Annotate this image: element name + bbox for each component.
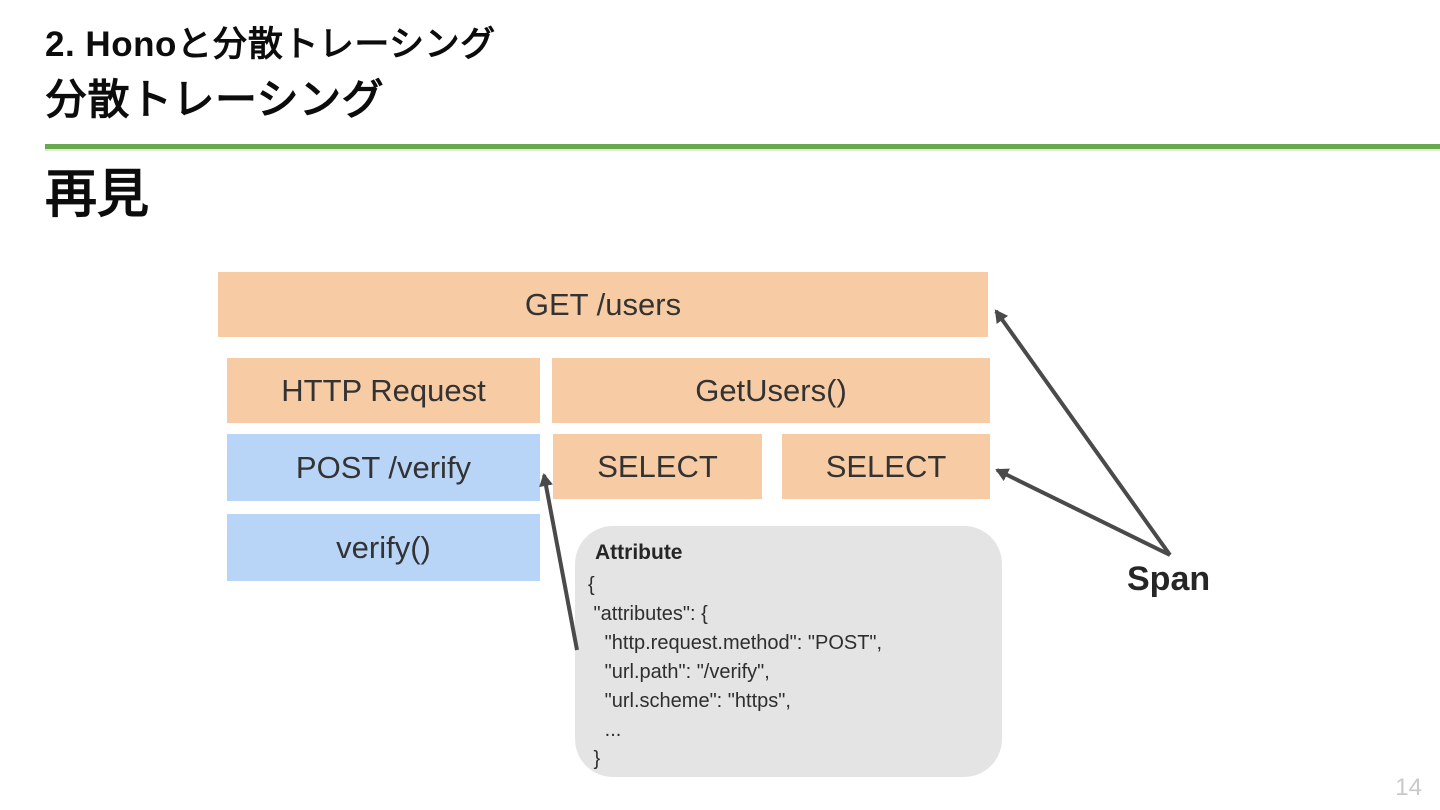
arrow-span-to-select [995,468,1171,557]
arrow-span-to-get-users [994,309,1172,557]
page-title: 再見 [45,166,150,224]
span-bar-http-request: HTTP Request [227,358,540,423]
span-bar-label: SELECT [825,448,947,484]
span-bar-label: POST /verify [295,449,472,485]
span-bar-label: GetUsers() [695,372,847,408]
span-bar-label: SELECT [597,448,718,484]
slide-subtitle: 分散トレーシング [45,76,385,123]
arrow-attribute-to-post-verify [539,473,579,651]
page-number: 14 [1395,774,1422,801]
span-bar-label: GET /users [524,286,682,322]
span-label: Span [1127,560,1211,598]
span-bar-label: HTTP Request [281,372,486,408]
span-bar-label: verify() [336,529,431,565]
span-bar-select-2: SELECT [782,434,990,499]
slide-section-title: 2. Honoと分散トレーシング [45,25,496,64]
span-bar-getusers-fn: GetUsers() [552,358,990,423]
attribute-box: Attribute { "attributes": { "http.reques… [575,526,1002,777]
span-bar-verify-fn: verify() [227,514,540,581]
span-bar-post-verify: POST /verify [227,434,540,501]
span-bar-select-1: SELECT [553,434,762,499]
green-divider [45,144,1440,151]
attribute-box-code: { "attributes": { "http.request.method":… [588,574,883,770]
span-bar-get-users: GET /users [218,272,988,337]
attribute-box-title: Attribute [595,541,683,564]
